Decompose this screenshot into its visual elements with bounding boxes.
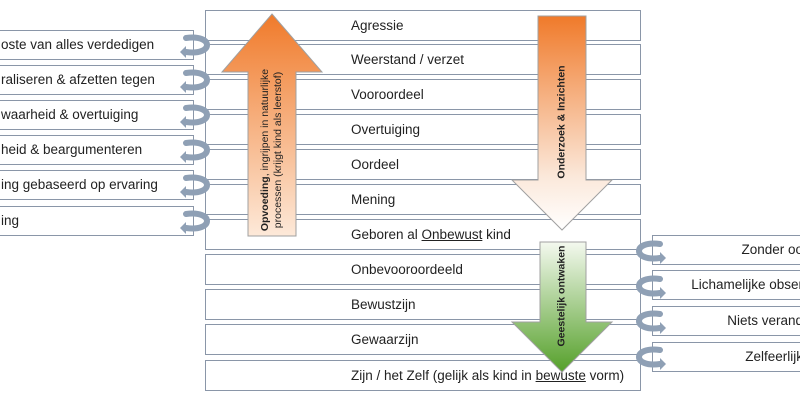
left-box-text: oste van alles verdedigen [1,37,155,53]
curl-arrow-icon [180,104,210,128]
upward-arrow-text: Opvoeding, ingrijpen in natuurlijke proc… [259,69,285,231]
upward-arrow-rest: , ingrijpen in natuurlijke [258,68,271,177]
row-text: Bewustzijn [351,296,416,312]
row-text: vorm) [585,367,625,383]
row-text: Oordeel [351,156,400,172]
right-box: Zonder oo [652,235,800,265]
upward-arrow-bold: Opvoeding [258,176,271,232]
research-arrow-text: Onderzoek & Inzichten [555,65,568,178]
row-text: Geboren al [351,226,422,242]
row-text: Mening [351,191,396,207]
row-text: Onbevooroordeeld [351,261,463,277]
curl-arrow-icon [180,210,210,234]
left-box-text: ing [1,213,20,229]
right-box: Niets verand [652,306,800,336]
curl-arrow-icon [180,174,210,198]
research-arrow-label: Onderzoek & Inzichten [555,65,568,179]
underlined-text: bewuste [535,367,586,383]
curl-arrow-icon [636,346,666,370]
center-row: Zijn / het Zelf (gelijk als kind in bewu… [205,360,641,391]
left-box-text: heid & beargumenteren [1,142,143,158]
downward-arrow-research [510,15,614,231]
right-box-text: Niets verand [727,313,800,329]
row-text: Agressie [351,17,404,33]
left-curl-connectors [180,34,210,234]
row-text: Gewaarzijn [351,331,419,347]
left-box: ing [0,206,194,236]
left-box: heid & beargumenteren [0,135,194,165]
left-box-text: waarheid & overtuiging [1,107,139,123]
right-curl-connectors [636,240,666,370]
downward-arrow-awakening [510,241,614,373]
row-text: Overtuiging [351,121,421,137]
curl-arrow-icon [180,139,210,163]
row-text: Vooroordeel [351,86,424,102]
awakening-arrow-label: Geestelijk ontwaken [555,245,568,347]
row-text: kind [482,226,511,242]
upward-arrow-line2: processen (krijgt kind als leerstof) [272,71,284,229]
right-box: Lichamelijke obser [652,270,800,300]
left-box-text: raliseren & afzetten tegen [1,72,155,88]
curl-arrow-icon [180,34,210,58]
left-box: oste van alles verdedigen [0,30,194,60]
left-box-text: ing gebaseerd op ervaring [1,177,158,193]
left-box: waarheid & overtuiging [0,100,194,130]
curl-arrow-icon [636,240,666,264]
awakening-arrow-text: Geestelijk ontwaken [555,246,568,347]
row-text: Weerstand / verzet [351,51,465,67]
left-box: ing gebaseerd op ervaring [0,170,194,200]
curl-arrow-icon [636,275,666,299]
row-text: Zijn / het Zelf (gelijk als kind in [351,367,536,383]
upward-arrow [220,13,324,237]
right-box-text: Zelfeerlijk [745,349,800,365]
left-box: raliseren & afzetten tegen [0,65,194,95]
curl-arrow-icon [636,310,666,334]
right-box-text: Zonder oo [741,242,800,258]
right-box-text: Lichamelijke obser [691,277,800,293]
right-box: Zelfeerlijk [652,342,800,372]
underlined-text: Onbewust [421,226,483,242]
curl-arrow-icon [180,69,210,93]
